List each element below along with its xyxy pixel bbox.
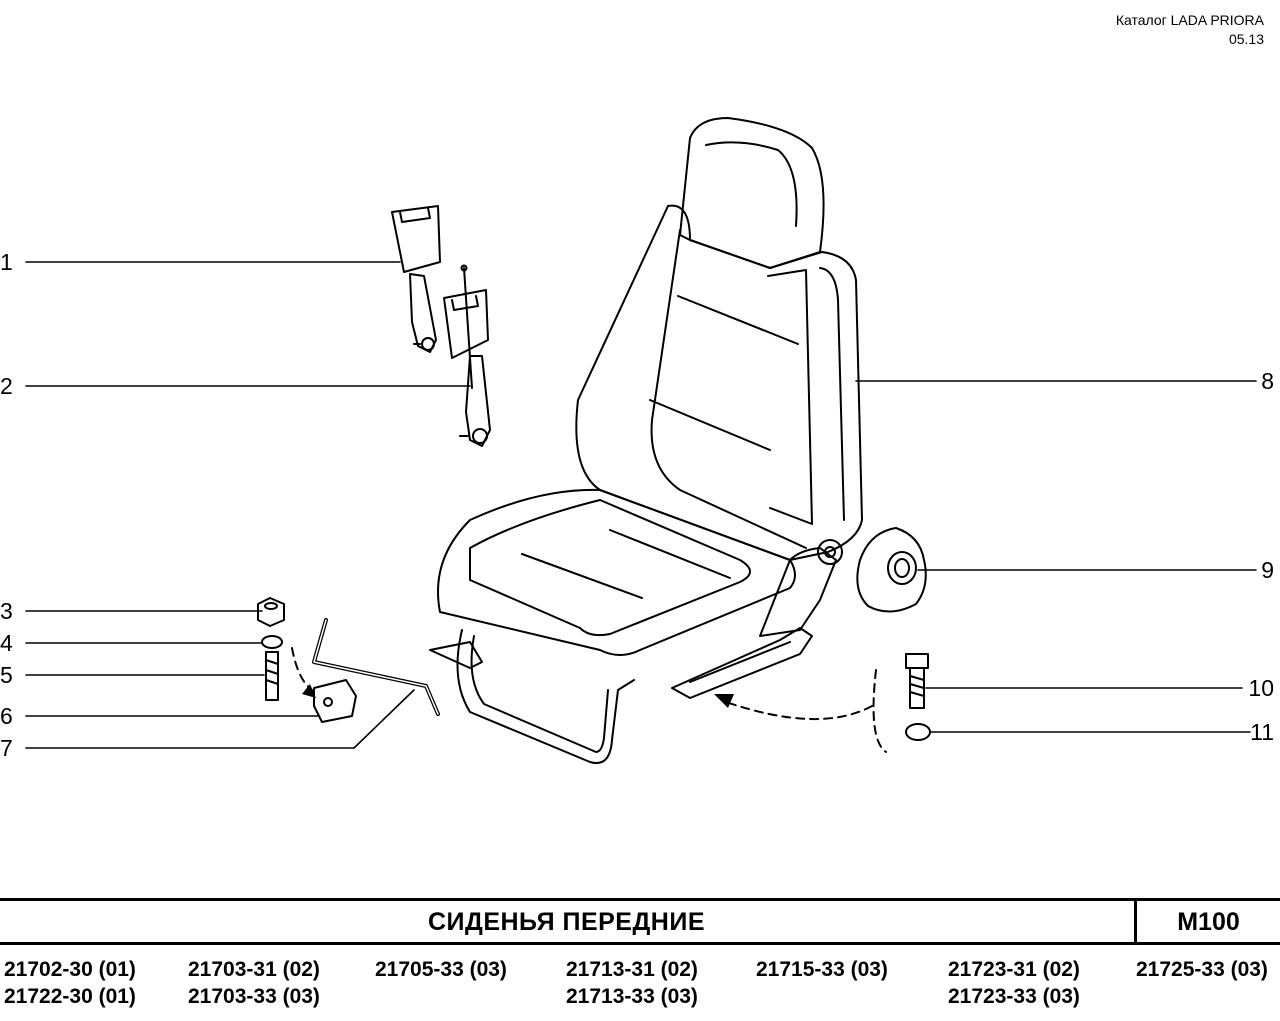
seat-belt-buckle-2 — [443, 264, 491, 447]
leader-lines — [25, 261, 1257, 749]
model-code: 21723-31 (02) — [948, 958, 1080, 981]
seat-belt-buckle-1 — [391, 205, 441, 353]
nut — [257, 597, 285, 627]
front-seat — [429, 117, 863, 764]
assembly-arrow-left — [291, 647, 313, 691]
model-code: 21703-31 (02) — [188, 958, 320, 981]
arrowhead-left — [302, 684, 316, 698]
callout-4: 4 — [0, 630, 13, 656]
model-code: 21705-33 (03) — [375, 958, 507, 981]
assembly-arrow-right — [725, 669, 887, 753]
bolt — [905, 653, 929, 709]
model-code: 21713-31 (02) — [566, 958, 698, 981]
callout-7: 7 — [0, 735, 13, 761]
recline-knob — [856, 527, 927, 613]
callout-10: 10 — [1248, 675, 1274, 701]
callout-11: 11 — [1250, 719, 1274, 745]
callout-2: 2 — [0, 373, 13, 399]
bracket — [313, 679, 357, 723]
seat-exploded-drawing — [25, 117, 1257, 764]
model-code: 21713-33 (03) — [566, 985, 698, 1008]
arrowhead-right — [714, 694, 734, 708]
callout-1: 1 — [0, 249, 13, 275]
section-title: СИДЕНЬЯ ПЕРЕДНИЕ — [428, 907, 705, 936]
washer-11 — [905, 723, 931, 741]
callout-6: 6 — [0, 703, 13, 729]
callout-8: 8 — [1261, 368, 1274, 394]
model-code: 21715-33 (03) — [756, 958, 888, 981]
model-code: 21725-33 (03) — [1136, 958, 1268, 981]
section-code: M100 — [1134, 901, 1280, 943]
callout-5: 5 — [0, 662, 13, 688]
model-code: 21702-30 (01) — [4, 958, 136, 981]
callout-3: 3 — [0, 598, 13, 624]
catalog-header: Каталог LADA PRIORA — [1115, 12, 1264, 28]
rod — [312, 618, 440, 716]
model-code: 21723-33 (03) — [948, 985, 1080, 1008]
model-code: 21722-30 (01) — [4, 985, 136, 1008]
catalog-date: 05.13 — [1228, 31, 1264, 47]
stud — [265, 651, 279, 701]
model-code: 21703-33 (03) — [188, 985, 320, 1008]
footer-top-rule — [0, 898, 1280, 901]
washer-4 — [261, 635, 283, 649]
footer-mid-rule — [0, 942, 1280, 945]
callout-9: 9 — [1261, 557, 1274, 583]
